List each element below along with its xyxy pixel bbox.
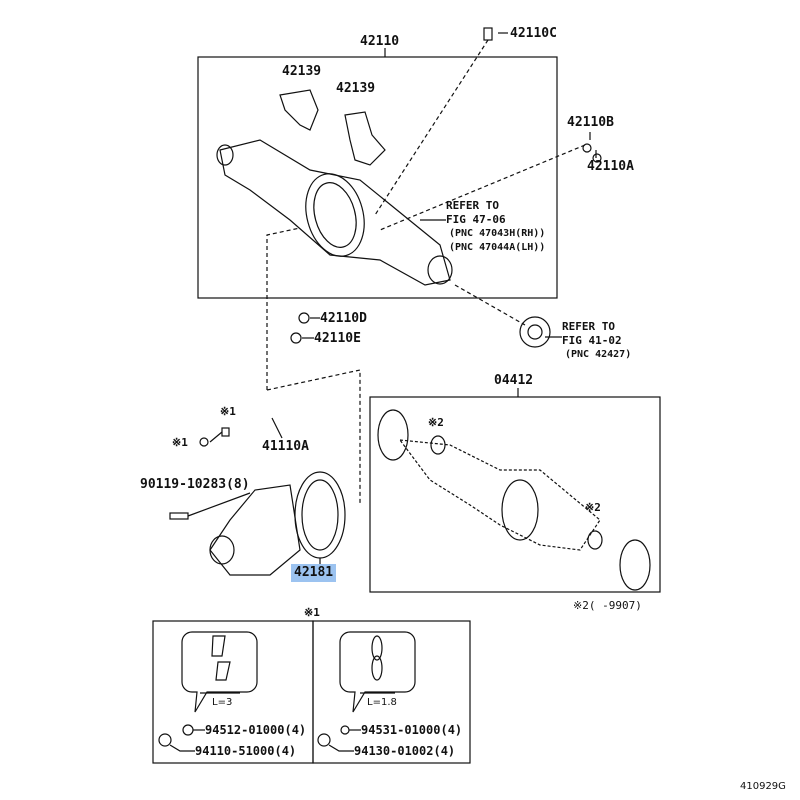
hub-drawing: [519, 316, 551, 348]
label-94110-51000[interactable]: 94110-51000(4): [195, 744, 297, 758]
label-94130-01002[interactable]: 94130-01002(4): [354, 744, 456, 758]
axle-housing-drawing: [216, 139, 453, 286]
label-42110e[interactable]: 42110E: [314, 331, 361, 346]
figure-code: 410929G: [740, 781, 786, 792]
label-90119-10283[interactable]: 90119-10283(8): [140, 477, 250, 492]
label-42110d[interactable]: 42110D: [320, 311, 367, 326]
housing-kit-frame: [369, 396, 661, 593]
refer-47-line1: REFER TO: [446, 199, 499, 212]
label-04412[interactable]: 04412: [494, 373, 534, 388]
refer-41-line1: REFER TO: [562, 320, 615, 333]
mark2-a: ※2: [428, 416, 444, 429]
refer-47-line4: (PNC 47044A(LH)): [449, 242, 546, 253]
refer-47-line3: (PNC 47043H(RH)): [449, 228, 546, 239]
label-42139-a[interactable]: 42139: [282, 64, 322, 79]
bracket-drawings: [279, 89, 386, 166]
axle-housing-frame: [197, 56, 558, 299]
label-41110a[interactable]: 41110A: [262, 439, 309, 454]
refer-41-line2[interactable]: FIG 41-02: [562, 334, 622, 347]
label-42110a[interactable]: 42110A: [587, 159, 634, 174]
panel-right: [312, 620, 471, 764]
refer-47-line2[interactable]: FIG 47-06: [446, 213, 506, 226]
refer-41-line3: (PNC 42427): [565, 349, 632, 360]
mark2-note: ※2( -9907): [573, 599, 642, 612]
dim-right: L=1.8: [367, 697, 397, 708]
label-94531-01000[interactable]: 94531-01000(4): [361, 723, 463, 737]
label-42181-selected[interactable]: 42181: [291, 564, 337, 582]
housing-kit-drawing: [377, 409, 651, 591]
dim-left: L=3: [212, 697, 233, 708]
label-42139-b[interactable]: 42139: [336, 81, 376, 96]
mark1-panel: ※1: [304, 606, 320, 619]
label-42110[interactable]: 42110: [360, 34, 400, 49]
mark1-b: ※1: [172, 436, 188, 449]
mark2-b: ※2: [585, 501, 601, 514]
differential-carrier-drawing: [169, 417, 346, 576]
label-94512-01000[interactable]: 94512-01000(4): [205, 723, 307, 737]
label-42110b[interactable]: 42110B: [567, 115, 614, 130]
label-42110c[interactable]: 42110C: [510, 26, 557, 41]
mark1-a: ※1: [220, 405, 236, 418]
